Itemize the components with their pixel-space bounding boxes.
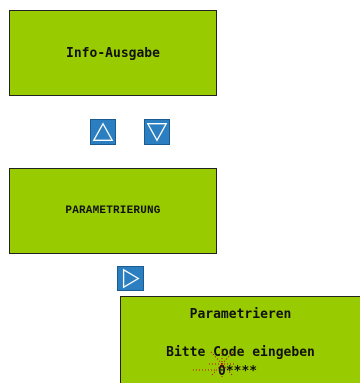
cursor-guide-dots — [193, 369, 217, 371]
parametrization-title: PARAMETRIERUNG — [65, 205, 161, 217]
code-prompt-text: Bitte Code eingeben — [166, 345, 315, 360]
up-button[interactable] — [90, 119, 116, 145]
right-button[interactable] — [117, 266, 144, 291]
triangle-up-icon — [92, 122, 114, 141]
cursor-star-icon — [209, 349, 235, 379]
code-entry-screen[interactable]: Parametrieren Bitte Code eingeben 0**** — [120, 296, 360, 383]
code-value[interactable]: 0**** — [218, 364, 258, 379]
triangle-down-icon — [146, 123, 168, 142]
parametrization-screen[interactable]: PARAMETRIERUNG — [9, 168, 217, 254]
code-screen-title: Parametrieren — [189, 307, 292, 322]
info-output-screen[interactable]: Info-Ausgabe — [9, 10, 217, 96]
down-button[interactable] — [144, 119, 170, 145]
info-output-title: Info-Ausgabe — [66, 45, 160, 61]
triangle-right-icon — [122, 268, 140, 289]
